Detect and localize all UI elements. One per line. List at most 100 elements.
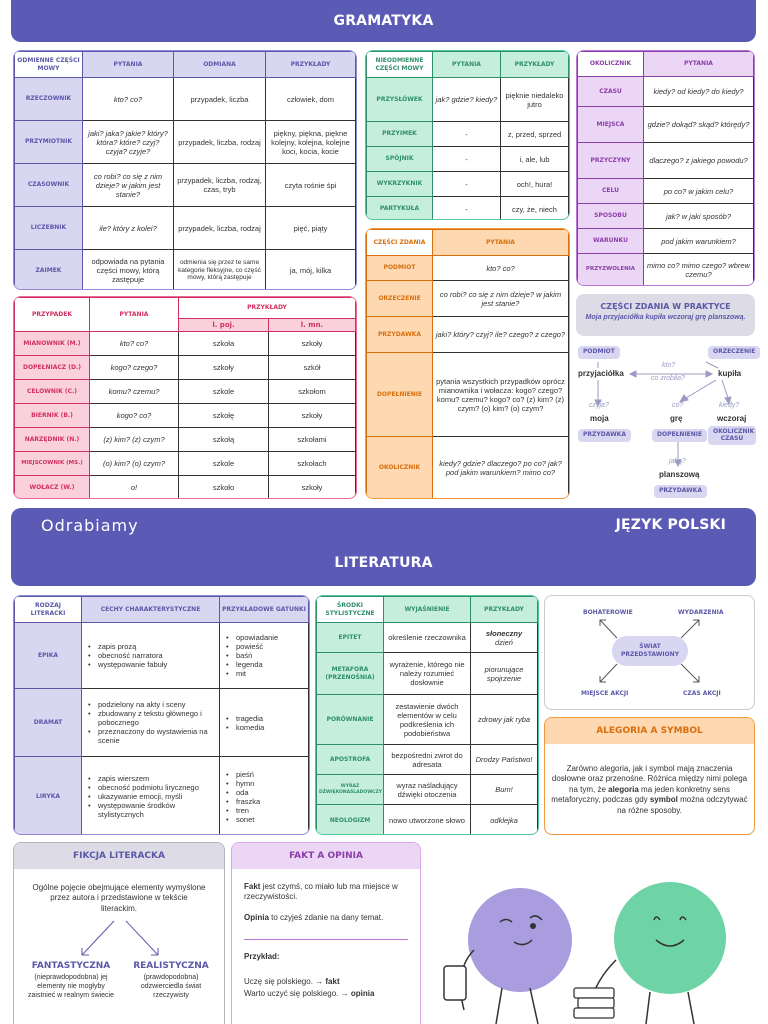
cell: szkołę	[178, 403, 269, 428]
row-label: RZECZOWNIK	[14, 77, 83, 121]
list-item: fraszka	[226, 797, 306, 806]
cell: kto? co?	[432, 255, 569, 281]
allegory-text-1: Zarówno alegoria, jak i symbol mają znac…	[551, 764, 748, 794]
list-item: legenda	[226, 660, 306, 669]
row-label: WYKRZYKNIK	[366, 171, 433, 197]
purple-mascot	[443, 888, 572, 1024]
list-item: zapis wierszem	[88, 774, 217, 783]
list-item: oda	[226, 788, 306, 797]
cell: piękny, piękna, piękne kolejny, kolejna,…	[265, 120, 356, 164]
cell: o!	[89, 475, 179, 498]
cell: szkole	[178, 451, 269, 476]
literature-banner: Odrabiamy JĘZYK POLSKI LITERATURA	[11, 508, 756, 586]
word-wczoraj: wczoraj	[717, 414, 747, 423]
col-header: PYTANIA	[432, 51, 501, 78]
row-label: EPITET	[316, 622, 384, 653]
list-item: obecność podmiotu lirycznego	[88, 783, 217, 792]
example-2-bold: opinia	[350, 988, 375, 998]
fiction-fantastic: FANTASTYCZNA (nieprawdopodobna) jej elem…	[26, 961, 116, 1000]
cell: odpowiada na pytania części mowy, którą …	[82, 249, 174, 289]
chip-object: DOPEŁNIENIE	[652, 429, 708, 442]
table-row: LIRYKA zapis wierszemobecność podmiotu l…	[14, 756, 309, 834]
cell: szkoły	[268, 403, 356, 428]
table-row: EPIKA zapis proząobecność narratorawystę…	[14, 622, 309, 689]
col-header: PYTANIA	[643, 51, 754, 77]
cell: szkół	[268, 355, 356, 380]
uninflected-parts-table: NIEODMIENNE CZĘŚCI MOWY PYTANIA PRZYKŁAD…	[365, 50, 570, 220]
fantastic-text: (nieprawdopodobna) jej elementy nie mogł…	[28, 974, 114, 999]
row-label: APOSTROFA	[316, 744, 384, 775]
cell: komu? czemu?	[89, 379, 179, 404]
chip-attribute: PRZYDAWKA	[578, 429, 631, 442]
col-header: PRZYKŁADOWE GATUNKI	[219, 596, 309, 623]
col-header: l. mn.	[268, 318, 356, 332]
cell: kogo? co?	[89, 403, 179, 428]
cell: piorunujące spojrzenie	[470, 652, 538, 695]
row-label: SPÓJNIK	[366, 146, 433, 172]
cell: tragediakomedia	[219, 688, 309, 757]
example-2-text: Warto uczyć się polskiego. →	[244, 988, 351, 998]
col-header: CECHY CHARAKTERYSTYCZNE	[81, 596, 220, 623]
cell: pod jakim warunkiem?	[643, 228, 754, 254]
example-2: Warto uczyć się polskiego. → opinia	[232, 987, 420, 999]
row-label: PODMIOT	[366, 255, 433, 281]
table-row: PRZYIMEK-z, przed, sprzed	[366, 121, 569, 147]
row-label: WOŁACZ (W.)	[14, 475, 90, 498]
cell: szkole	[178, 379, 269, 404]
cases-table: PRZYPADEK PYTANIA PRZYKŁADY l. poj. l. m…	[13, 296, 357, 499]
cell: (o) kim? (o) czym?	[89, 451, 179, 476]
cell: co robi? co się z nim dzieje? w jakim je…	[82, 163, 174, 207]
cell: i, ale, lub	[500, 146, 569, 172]
green-mascot	[589, 882, 726, 1024]
brand-logo[interactable]: Odrabiamy	[41, 516, 139, 535]
col-header: RODZAJ LITERACKI	[14, 596, 82, 623]
cell: zdrowy jak ryba	[470, 694, 538, 745]
table-row: PARTYKUŁA-czy, że, niech	[366, 196, 569, 219]
book-stack-icon	[573, 987, 615, 1019]
cell: opowiadaniepowieśćbaśńlegendamit	[219, 622, 309, 689]
col-header: CZĘŚCI ZDANIA	[366, 229, 433, 256]
row-label: WARUNKU	[577, 228, 644, 254]
cell: z, przed, sprzed	[500, 121, 569, 147]
mascot-illustration	[443, 882, 726, 1024]
col-header: PRZYKŁADY	[265, 51, 356, 78]
word-gre: grę	[670, 414, 683, 423]
fiction-title: FIKCJA LITERACKA	[14, 843, 224, 869]
word-planszowa: planszową	[659, 470, 700, 479]
cell: odklejka	[470, 804, 538, 834]
cell: szkoły	[178, 355, 269, 380]
example-1: Uczę się polskiego. → fakt	[232, 963, 420, 987]
practice-title: CZĘŚCI ZDANIA W PRAKTYCE	[600, 302, 731, 311]
fact-opinion-title: FAKT A OPINIA	[232, 843, 420, 869]
col-header: ŚRODKI STYLISTYCZNE	[316, 596, 384, 623]
cell: kogo? czego?	[89, 355, 179, 380]
cell: jak? w jaki sposób?	[643, 203, 754, 229]
cell: (z) kim? (z) czym?	[89, 427, 179, 452]
question-kiedy: kiedy?	[719, 402, 740, 409]
cell: ja, mój, kilka	[265, 249, 356, 289]
opinion-bold: Opinia	[244, 912, 269, 922]
list-item: ukazywanie emocji, myśli	[88, 792, 217, 801]
table-row: METAFORA (PRZENOŚNIA)wyrażenie, którego …	[316, 652, 538, 695]
allegory-title: ALEGORIA A SYMBOL	[545, 718, 754, 744]
cell: wyraz naśladujący dźwięki otoczenia	[383, 774, 471, 805]
table-row: SPÓJNIK-i, ale, lub	[366, 146, 569, 172]
example-bold: słoneczny	[485, 628, 523, 638]
example-1-text: Uczę się polskiego. →	[244, 976, 326, 986]
fact-bold: Fakt	[244, 882, 261, 891]
fiction-text: Ogólne pojęcie obejmujące elementy wymyś…	[32, 883, 206, 913]
cell: -	[432, 171, 501, 197]
